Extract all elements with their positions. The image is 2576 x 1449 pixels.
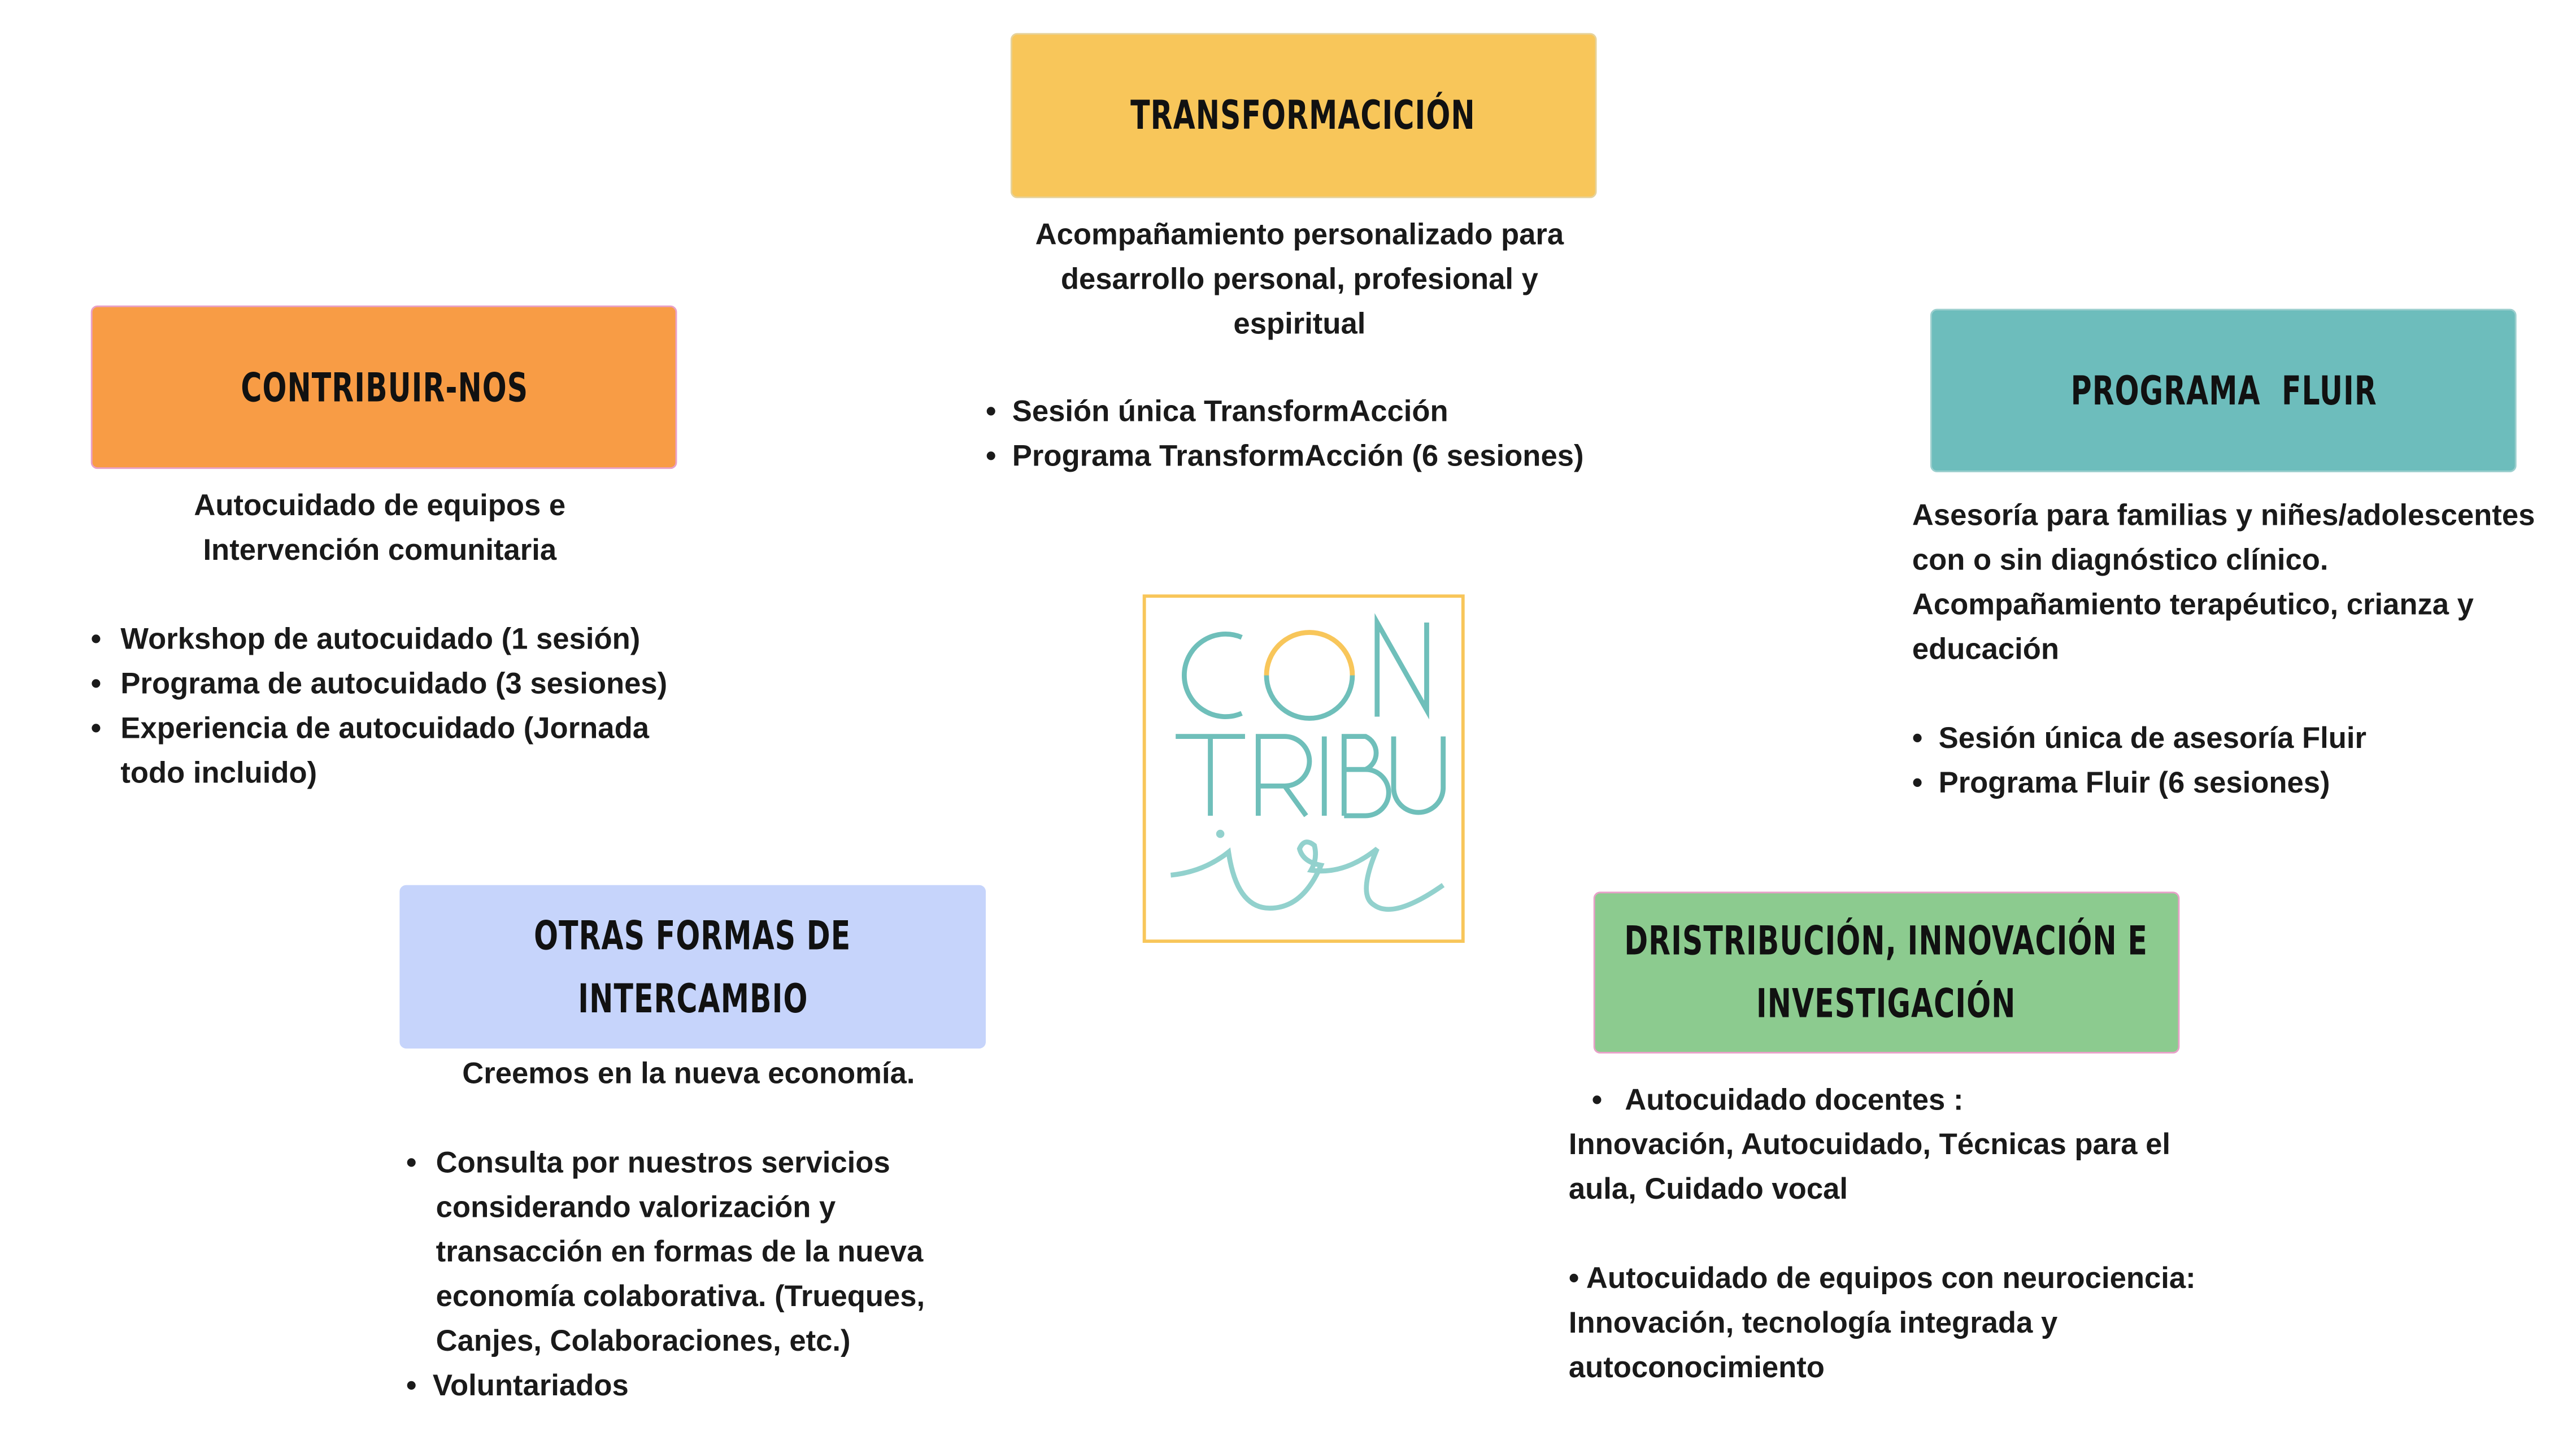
desc-line: con o sin diagnóstico clínico. <box>1912 543 2329 577</box>
list-item: Programa Fluir (6 sesiones) <box>1912 762 2556 806</box>
transformacion-header: TRANSFORMACICIÓN <box>1010 33 1597 198</box>
contribuir-title: CONTRIBUIR-NOS <box>240 364 528 411</box>
transformacion-description: Acompañamiento personalizado para desarr… <box>969 213 1630 347</box>
distribucion-title-line1: DRISTRIBUCIÓN, INNOVACIÓN E <box>1625 918 2148 965</box>
desc-line: Acompañamiento personalizado para <box>1035 217 1564 251</box>
fluir-list: Sesión única de asesoría Fluir Programa … <box>1912 717 2556 806</box>
list-item: Experiencia de autocuidado (Jornada todo… <box>91 707 665 796</box>
desc-line: Intervención comunitaria <box>203 533 557 567</box>
contribuir-list: Workshop de autocuidado (1 sesión) Progr… <box>91 617 702 796</box>
list-item: Sesión única TransformAcción <box>986 390 1679 434</box>
transformacion-list: Sesión única TransformAcción Programa Tr… <box>986 390 1679 479</box>
desc-line: Acompañamiento terapéutico, crianza y <box>1912 588 2474 621</box>
otras-list: Consulta por nuestros servicios consider… <box>406 1141 968 1409</box>
otras-header: OTRAS FORMAS DE INTERCAMBIO <box>399 885 986 1049</box>
desc-line: Asesoría para familias y niñes/adolescen… <box>1912 498 2535 532</box>
distribucion-header: DRISTRIBUCIÓN, INNOVACIÓN E INVESTIGACIÓ… <box>1593 891 2180 1054</box>
fluir-header: PROGRAMA FLUIR <box>1930 308 2517 472</box>
list-item: Consulta por nuestros servicios consider… <box>406 1141 968 1364</box>
logo-graphic <box>1170 613 1446 912</box>
distribucion-title-line2: INVESTIGACIÓN <box>1756 981 2017 1028</box>
otras-description: Creemos en la nueva economía. <box>462 1056 915 1090</box>
list-item: Sesión única de asesoría Fluir <box>1912 717 2556 762</box>
otras-title-line1: OTRAS FORMAS DE <box>534 912 851 959</box>
contribuir-description: Autocuidado de equipos e Intervención co… <box>50 484 710 573</box>
item-detail: Innovación, Autocuidado, Técnicas para e… <box>1568 1128 2171 1206</box>
desc-line: Autocuidado de equipos e <box>194 489 566 522</box>
list-item: Programa de autocuidado (3 sesiones) <box>91 662 702 707</box>
list-item: Workshop de autocuidado (1 sesión) <box>91 617 702 662</box>
list-item: Programa TransformAcción (6 sesiones) <box>986 434 1679 479</box>
transformacion-title: TRANSFORMACICIÓN <box>1131 92 1476 139</box>
item-detail: Innovación, tecnología integrada y autoc… <box>1568 1306 2058 1384</box>
contribuir-logo <box>1142 594 1465 943</box>
list-item: Autocuidado docentes : <box>1592 1078 2229 1123</box>
distribucion-content: Autocuidado docentes : Innovación, Autoc… <box>1569 1078 2229 1390</box>
list-item: Voluntariados <box>406 1364 968 1408</box>
list-item: • Autocuidado de equipos con neurocienci… <box>1568 1261 2196 1295</box>
desc-line: desarrollo personal, profesional y <box>1060 262 1538 296</box>
otras-title-line2: INTERCAMBIO <box>577 975 808 1021</box>
desc-line: educación <box>1912 632 2060 665</box>
fluir-title: PROGRAMA FLUIR <box>2070 367 2377 414</box>
desc-line: espiritual <box>1233 307 1366 341</box>
contribuir-header: CONTRIBUIR-NOS <box>90 305 677 469</box>
fluir-description: Asesoría para familias y niñes/adolescen… <box>1912 494 2573 672</box>
